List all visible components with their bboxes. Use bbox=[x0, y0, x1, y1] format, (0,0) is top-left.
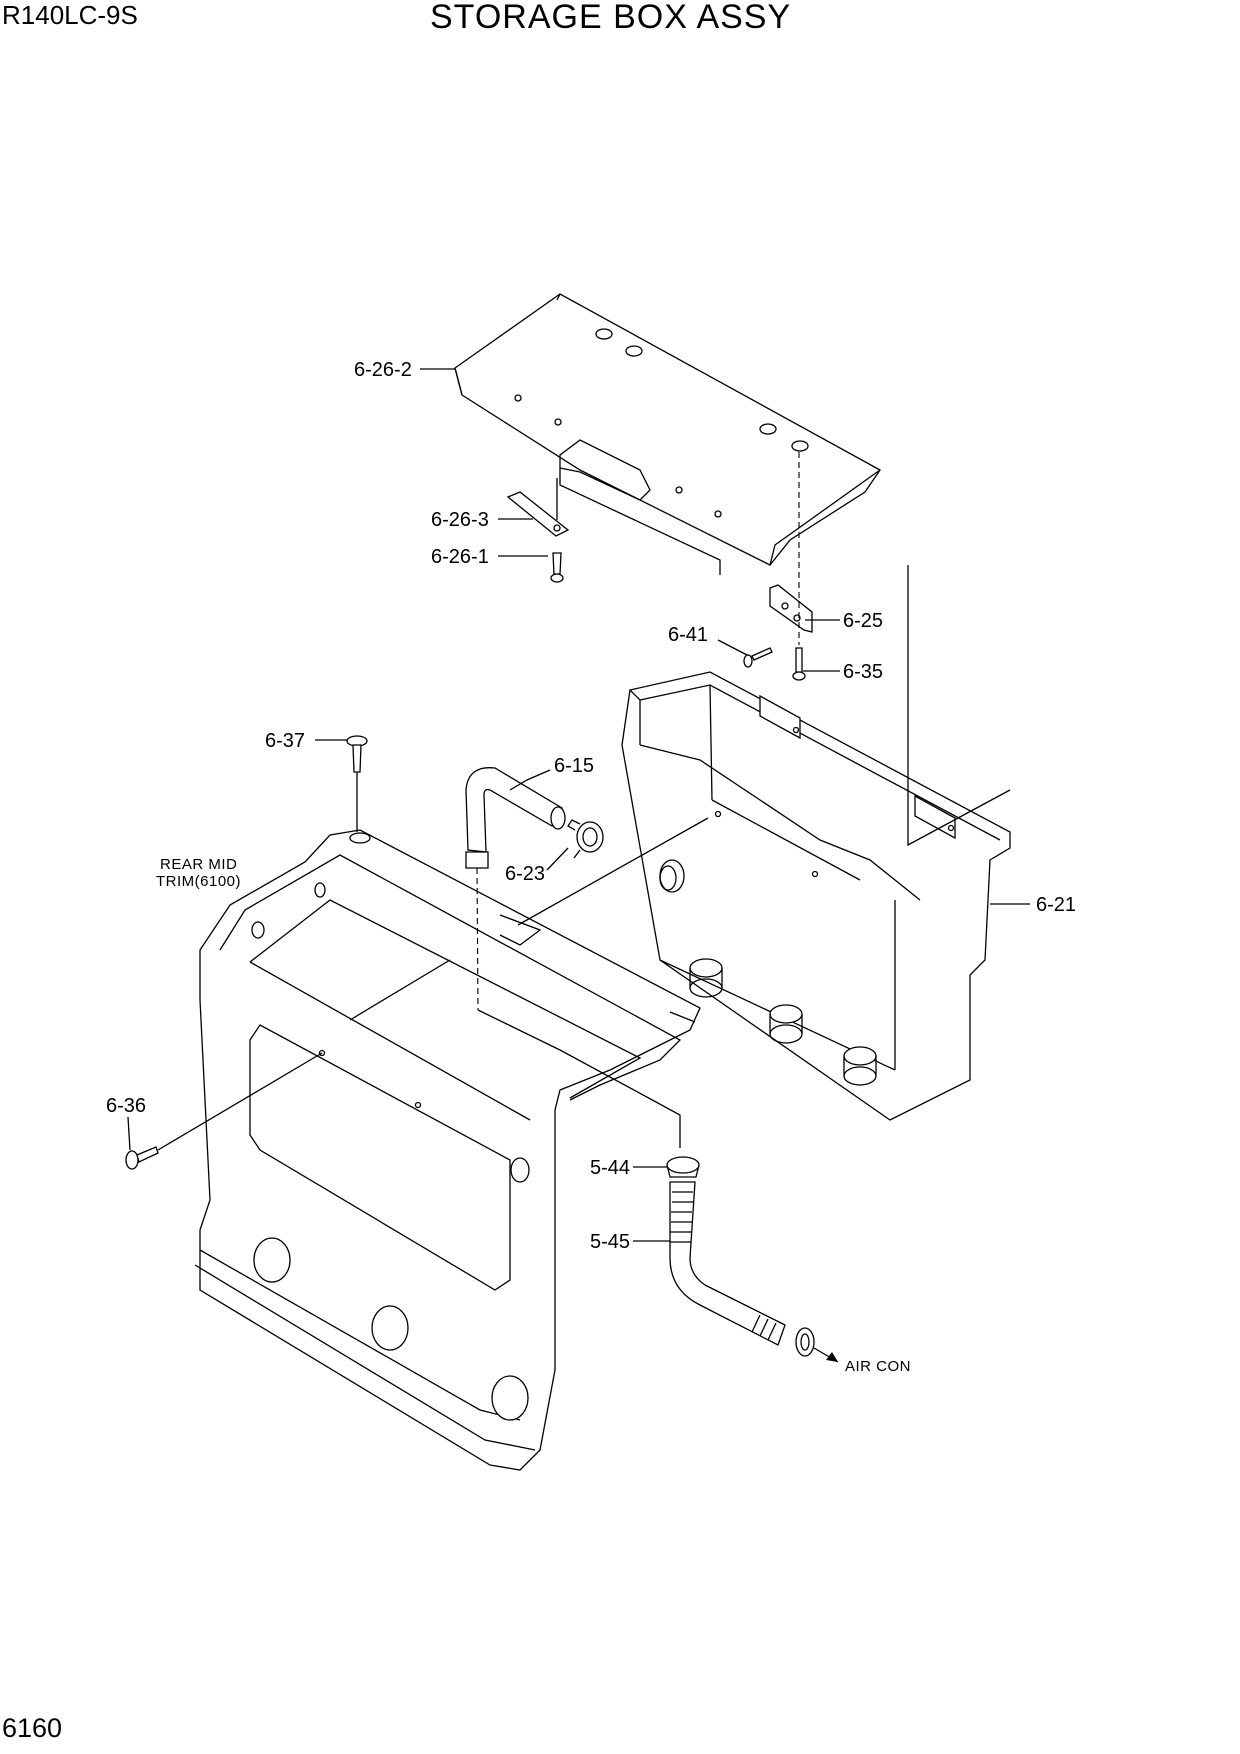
callout-6-36: 6-36 bbox=[106, 1095, 146, 1117]
storage-box bbox=[621, 565, 1011, 1121]
callout-6-26-2: 6-26-2 bbox=[354, 359, 412, 381]
leader-lines bbox=[127, 368, 1030, 1242]
trim-screw-6-37 bbox=[346, 735, 368, 832]
callout-5-45: 5-45 bbox=[590, 1231, 630, 1253]
callout-6-15: 6-15 bbox=[554, 755, 594, 777]
bracket-screw-6-41 bbox=[743, 647, 773, 668]
duct-cap-5-44 bbox=[666, 1156, 700, 1178]
model-number: R140LC-9S bbox=[2, 0, 138, 30]
rear-mid-trim-note-line1: REAR MID bbox=[160, 856, 237, 873]
page-number: 6160 bbox=[2, 1713, 63, 1743]
flex-duct-5-45 bbox=[669, 1181, 839, 1363]
callout-6-26-3: 6-26-3 bbox=[431, 509, 489, 531]
duct-6-15 bbox=[465, 767, 681, 1148]
callout-6-41: 6-41 bbox=[668, 624, 708, 646]
rear-mid-trim bbox=[194, 829, 701, 1471]
callout-5-44: 5-44 bbox=[590, 1157, 630, 1179]
callout-6-21: 6-21 bbox=[1036, 894, 1076, 916]
callout-6-35: 6-35 bbox=[843, 661, 883, 683]
page-title: STORAGE BOX ASSY bbox=[430, 0, 792, 36]
lid-screw bbox=[550, 552, 564, 583]
clamp-leader-line bbox=[517, 817, 709, 926]
trim-screw-6-36 bbox=[125, 1052, 323, 1170]
callout-6-25: 6-25 bbox=[843, 610, 883, 632]
callout-6-23: 6-23 bbox=[505, 863, 545, 885]
hose-clamp-6-23 bbox=[567, 819, 604, 859]
storage-lid bbox=[454, 293, 881, 575]
hinge-bracket bbox=[769, 584, 813, 633]
hinge-plate bbox=[506, 478, 570, 537]
bracket-screw-6-35 bbox=[792, 647, 806, 681]
air-con-note: AIR CON bbox=[845, 1358, 911, 1375]
callout-6-26-1: 6-26-1 bbox=[431, 546, 489, 568]
rear-mid-trim-note-line2: TRIM(6100) bbox=[156, 873, 241, 890]
callout-6-37: 6-37 bbox=[265, 730, 305, 752]
